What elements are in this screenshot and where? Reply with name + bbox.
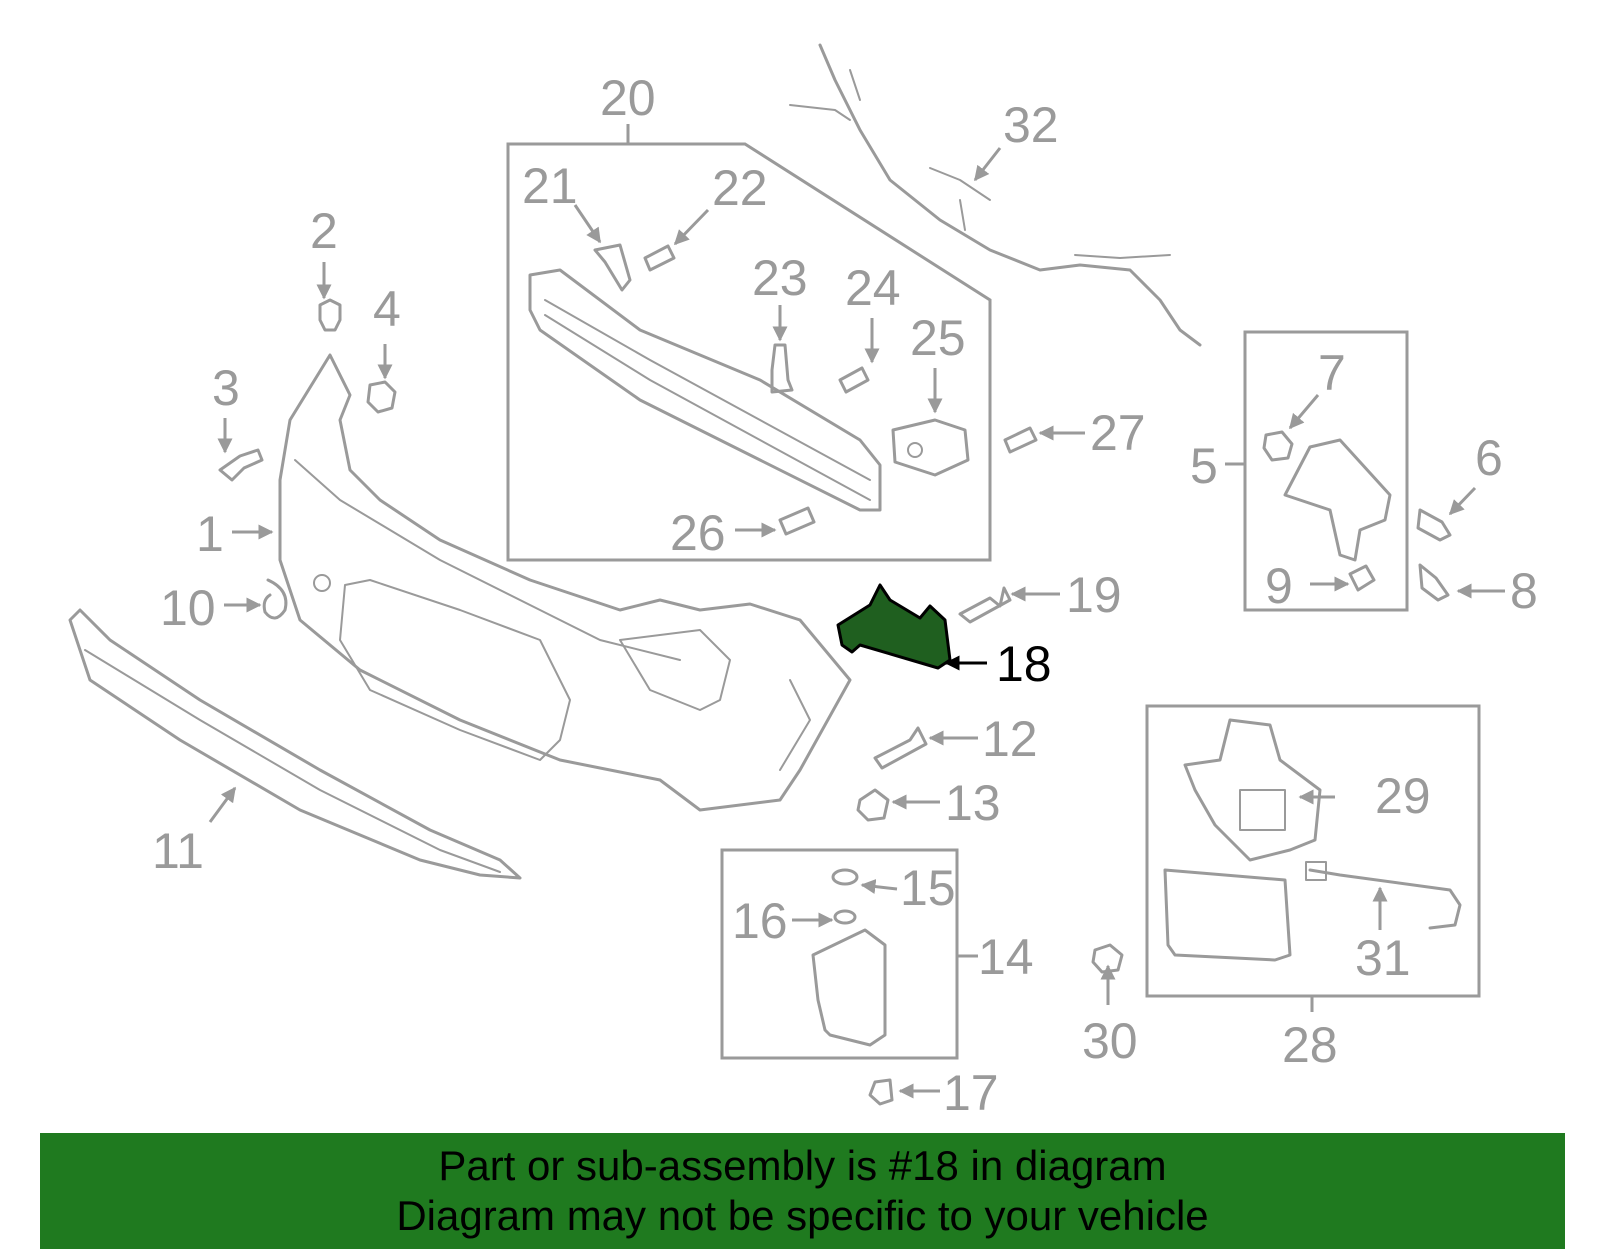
group-box-14 <box>720 848 978 1060</box>
part-15-clip[interactable] <box>831 868 859 886</box>
callout-16: 16 <box>732 893 788 949</box>
callout-labels: 1 2 3 4 5 6 7 8 9 10 11 12 13 14 15 16 1… <box>152 70 1538 1121</box>
callout-7: 7 <box>1318 345 1346 401</box>
part-16-washer[interactable] <box>833 909 857 925</box>
callout-10: 10 <box>160 580 216 636</box>
callout-17: 17 <box>943 1065 999 1121</box>
leader-lines <box>208 147 1505 1099</box>
part-19-bolt[interactable] <box>958 586 1012 624</box>
callout-14: 14 <box>978 929 1034 985</box>
callout-30: 30 <box>1082 1013 1138 1069</box>
part-12-bolt[interactable] <box>873 726 928 770</box>
part-31-wire[interactable] <box>1305 861 1462 930</box>
part-32-wiring-harness[interactable] <box>789 43 1202 347</box>
callout-28: 28 <box>1282 1017 1338 1073</box>
callout-25: 25 <box>910 310 966 366</box>
part-23-clip[interactable] <box>770 343 794 394</box>
banner-line-2: Diagram may not be specific to your vehi… <box>396 1192 1209 1239</box>
callout-6: 6 <box>1475 430 1503 486</box>
callout-23: 23 <box>752 250 808 306</box>
callout-18: 18 <box>996 636 1052 692</box>
part-27-bolt[interactable] <box>1003 426 1038 454</box>
part-3-bolt[interactable] <box>218 448 264 482</box>
group-box-28 <box>1145 704 1481 1012</box>
part-22-bolt[interactable] <box>643 244 676 272</box>
callout-5: 5 <box>1190 438 1218 494</box>
part-28-module[interactable] <box>1163 868 1292 962</box>
info-banner: Part or sub-assembly is #18 in diagram D… <box>40 1133 1565 1249</box>
callout-27: 27 <box>1090 405 1146 461</box>
callout-1: 1 <box>196 506 224 562</box>
part-25-crash-box[interactable] <box>891 418 970 477</box>
part-26-bolt[interactable] <box>778 506 816 536</box>
part-1-bumper-cover[interactable] <box>278 353 852 812</box>
callout-9: 9 <box>1265 558 1293 614</box>
callout-3: 3 <box>212 360 240 416</box>
group-box-5 <box>1225 330 1409 612</box>
part-21-bracket[interactable] <box>593 243 632 292</box>
part-17-bolt[interactable] <box>868 1078 894 1106</box>
callout-26: 26 <box>670 505 726 561</box>
callout-15: 15 <box>900 860 956 916</box>
callout-2: 2 <box>310 203 338 259</box>
part-6-bolt[interactable] <box>1416 508 1452 542</box>
callout-12: 12 <box>982 711 1038 767</box>
callout-29: 29 <box>1375 768 1431 824</box>
callout-21: 21 <box>522 158 578 214</box>
part-4-nut[interactable] <box>366 380 397 414</box>
banner-line-1: Part or sub-assembly is #18 in diagram <box>438 1142 1167 1189</box>
callout-4: 4 <box>373 281 401 337</box>
part-18-bracket-highlighted[interactable] <box>836 583 952 670</box>
callout-32: 32 <box>1003 97 1059 153</box>
callout-13: 13 <box>945 775 1001 831</box>
part-24-bolt[interactable] <box>838 366 870 394</box>
callout-11: 11 <box>152 823 204 879</box>
part-7-nut[interactable] <box>1262 430 1294 462</box>
callout-20: 20 <box>600 70 656 126</box>
part-13-clip[interactable] <box>856 788 890 822</box>
part-5-bracket[interactable] <box>1283 438 1392 562</box>
part-11-lower-valance[interactable] <box>68 608 522 880</box>
part-20-reinforcement[interactable] <box>528 268 882 512</box>
callout-31: 31 <box>1355 930 1411 986</box>
callout-19: 19 <box>1066 567 1122 623</box>
group-box-20 <box>506 124 992 562</box>
part-30-clip[interactable] <box>1091 943 1124 974</box>
part-8-bolt[interactable] <box>1418 563 1450 602</box>
part-29-bracket[interactable] <box>1183 718 1322 862</box>
callout-22: 22 <box>712 160 768 216</box>
part-2-push-clip[interactable] <box>318 298 342 332</box>
callout-24: 24 <box>845 260 901 316</box>
part-14-bracket[interactable] <box>811 928 887 1047</box>
part-10-clip[interactable] <box>262 578 288 620</box>
part-9-clip[interactable] <box>1348 564 1376 592</box>
callout-8: 8 <box>1510 563 1538 619</box>
